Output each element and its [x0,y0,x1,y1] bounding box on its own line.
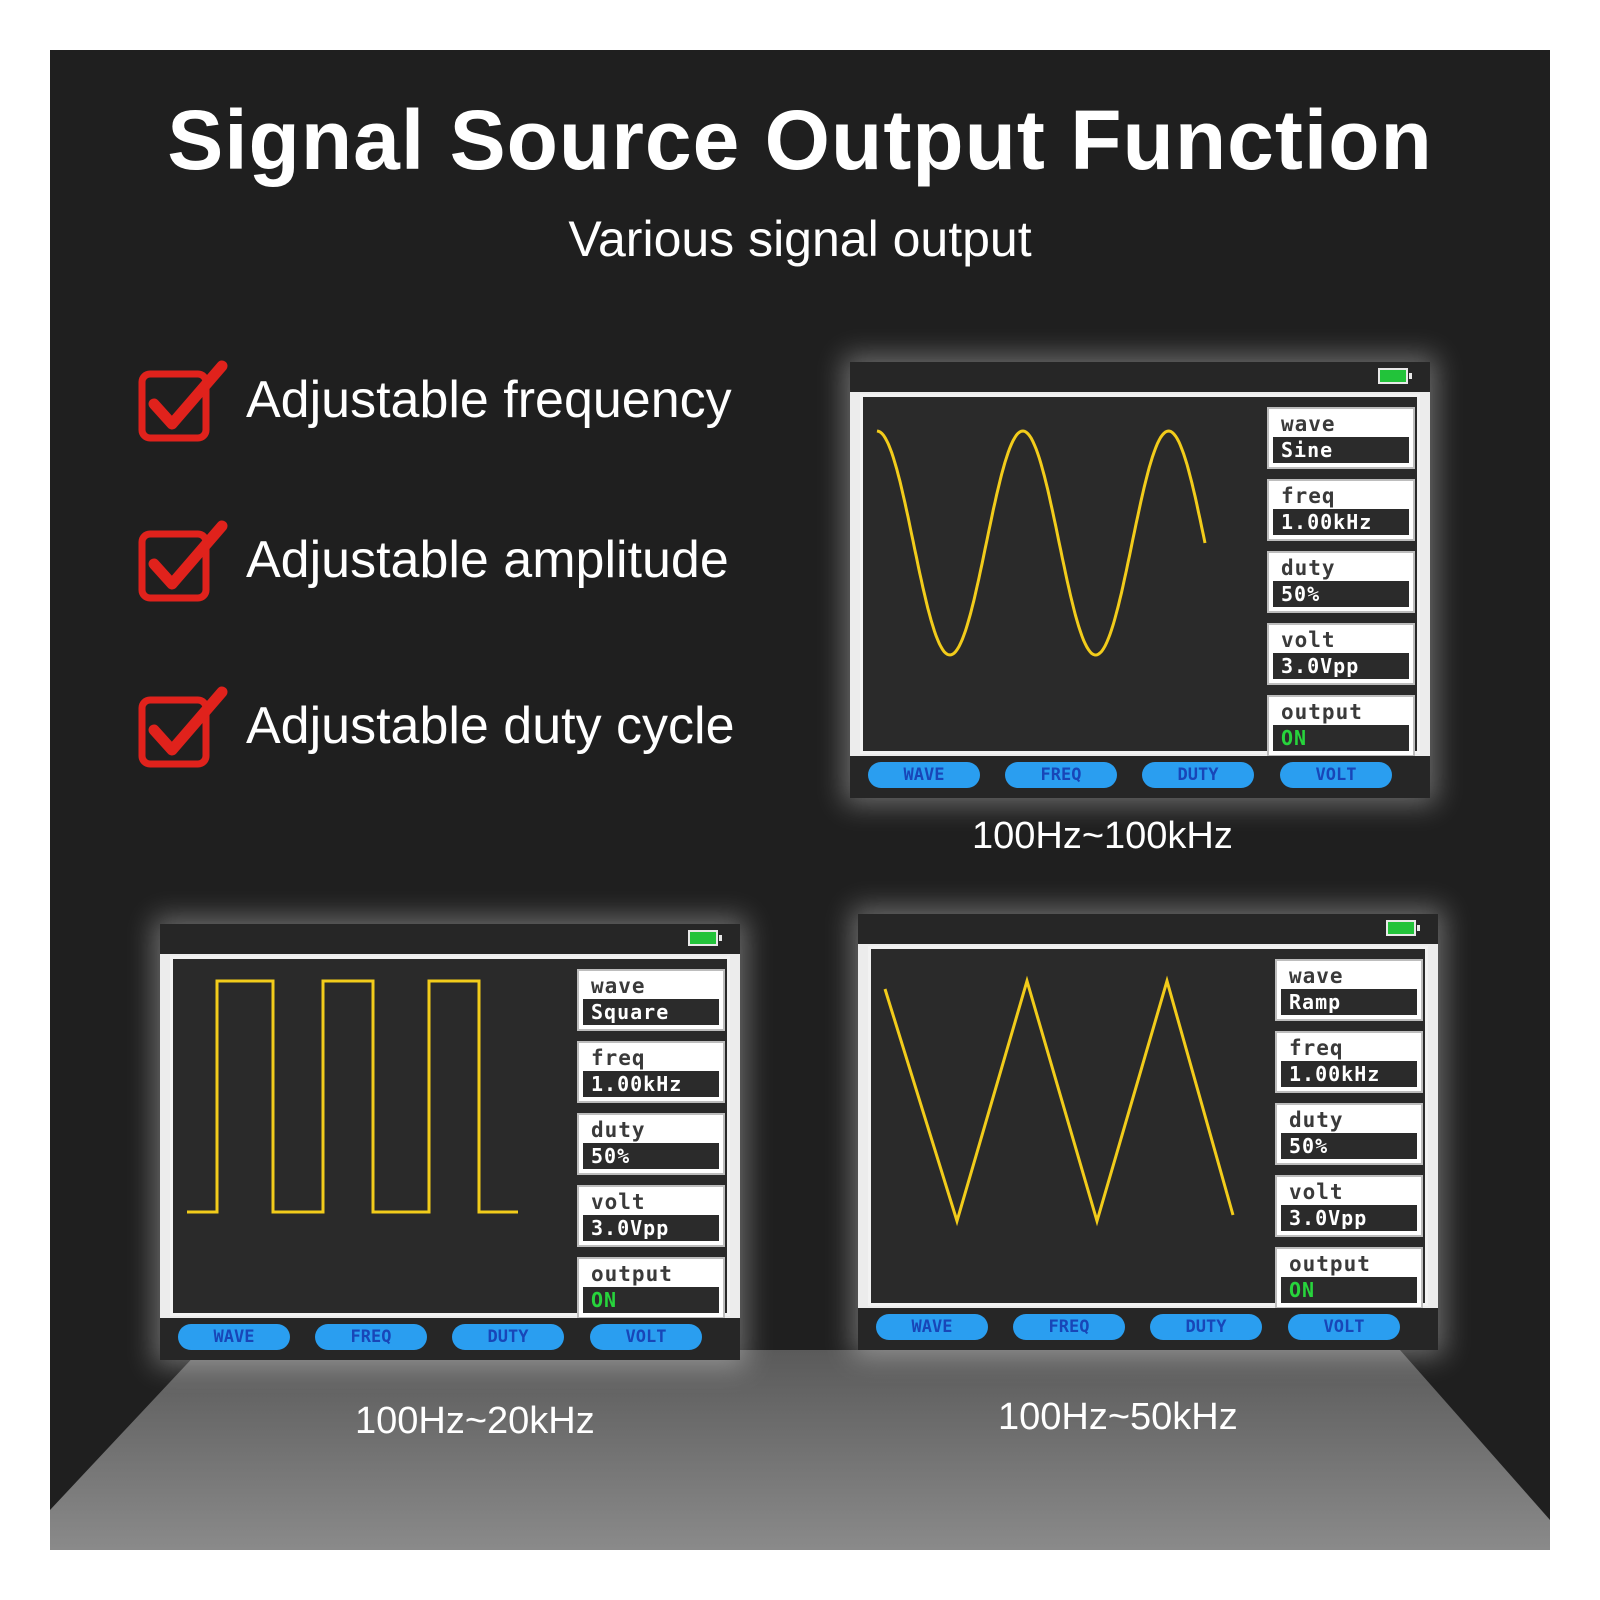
param-value: 1.00kHz [1273,509,1409,535]
duty-button[interactable]: DUTY [1142,762,1254,788]
check-icon [138,686,228,768]
battery-icon [688,930,722,946]
param-label: duty [1281,556,1336,580]
check-icon [138,520,228,602]
param-label: output [1281,700,1363,724]
status-bar [850,362,1430,392]
feature-text: Adjustable duty cycle [246,697,735,755]
param-value: 3.0Vpp [1281,1205,1417,1231]
waveform-plot [876,429,1207,657]
param-label: output [1289,1252,1371,1276]
waveform-line [187,979,518,1214]
wave-button[interactable]: WAVE [178,1324,290,1350]
volt-button[interactable]: VOLT [1280,762,1392,788]
range-label-sine: 100Hz~100kHz [972,815,1233,857]
volt-button[interactable]: VOLT [590,1324,702,1350]
param-label: freq [591,1046,646,1070]
param-label: freq [1281,484,1336,508]
waveform-line [876,429,1207,657]
range-label-square: 100Hz~20kHz [355,1400,595,1442]
softkey-bar: WAVE FREQ DUTY VOLT [850,756,1430,798]
wave-button[interactable]: WAVE [876,1314,988,1340]
product-panel: Signal Source Output Function Various si… [50,50,1550,1550]
duty-button[interactable]: DUTY [452,1324,564,1350]
param-value: 3.0Vpp [583,1215,719,1241]
param-label: freq [1289,1036,1344,1060]
param-label: volt [1289,1180,1344,1204]
freq-button[interactable]: FREQ [1005,762,1117,788]
param-label: output [591,1262,673,1286]
param-label: wave [1281,412,1336,436]
feature-text: Adjustable amplitude [246,531,729,589]
param-label: volt [1281,628,1336,652]
check-icon [138,360,228,442]
param-value: Ramp [1281,989,1417,1015]
wave-button[interactable]: WAVE [868,762,980,788]
param-value: Sine [1273,437,1409,463]
status-bar [858,914,1438,944]
param-value: Square [583,999,719,1025]
waveform-line [883,975,1235,1227]
waveform-plot [187,979,518,1214]
param-value: 50% [583,1143,719,1169]
page-subtitle: Various signal output [568,211,1032,267]
range-label-ramp: 100Hz~50kHz [998,1396,1238,1438]
feature-item-frequency: Adjustable frequency [138,360,778,450]
param-value: 1.00kHz [1281,1061,1417,1087]
waveform-plot [883,975,1235,1227]
param-value: ON [583,1287,719,1313]
param-label: duty [1289,1108,1344,1132]
softkey-bar: WAVE FREQ DUTY VOLT [858,1308,1438,1350]
feature-item-amplitude: Adjustable amplitude [138,520,778,610]
freq-button[interactable]: FREQ [315,1324,427,1350]
param-label: wave [1289,964,1344,988]
softkey-bar: WAVE FREQ DUTY VOLT [160,1318,740,1360]
param-label: duty [591,1118,646,1142]
param-value: 3.0Vpp [1273,653,1409,679]
param-value: 50% [1281,1133,1417,1159]
feature-text: Adjustable frequency [246,371,732,429]
param-value: ON [1273,725,1409,751]
duty-button[interactable]: DUTY [1150,1314,1262,1340]
volt-button[interactable]: VOLT [1288,1314,1400,1340]
page-title: Signal Source Output Function [167,93,1433,187]
param-value: ON [1281,1277,1417,1303]
status-bar [160,924,740,954]
param-value: 50% [1273,581,1409,607]
param-label: wave [591,974,646,998]
param-value: 1.00kHz [583,1071,719,1097]
freq-button[interactable]: FREQ [1013,1314,1125,1340]
battery-icon [1386,920,1420,936]
feature-item-duty-cycle: Adjustable duty cycle [138,686,778,776]
battery-icon [1378,368,1412,384]
param-label: volt [591,1190,646,1214]
floor-backdrop [50,1350,1550,1550]
